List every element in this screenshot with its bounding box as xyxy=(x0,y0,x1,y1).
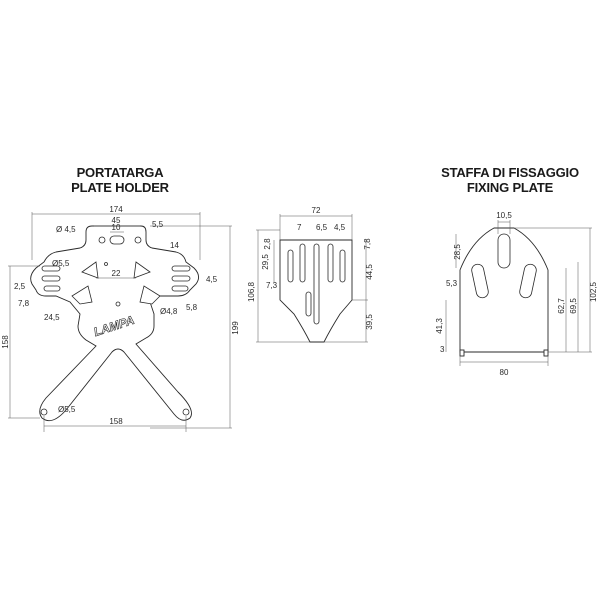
plate-holder-dimensions xyxy=(8,212,232,432)
dim-28: 2,8 xyxy=(263,238,272,250)
right-lower-cutout xyxy=(139,285,161,305)
right-slot-3 xyxy=(171,285,189,292)
side-slot-4 xyxy=(327,243,334,283)
bottom-left-hole xyxy=(40,408,48,416)
dim-58-right: 5,8 xyxy=(186,303,198,312)
dim-295: 29,5 xyxy=(261,254,270,270)
dim-73: 7,3 xyxy=(266,281,278,290)
dim-158-height: 158 xyxy=(1,335,10,349)
dim-45-side: 4,5 xyxy=(334,223,346,232)
dim-695: 69,5 xyxy=(569,298,578,314)
fixing-plate-drawing xyxy=(459,227,549,357)
dim-22: 22 xyxy=(112,269,121,278)
dim-45-top: 45 xyxy=(112,216,121,225)
right-upper-cutout xyxy=(133,261,151,279)
dim-53: 5,3 xyxy=(446,279,458,288)
side-view-dimensions xyxy=(256,214,368,343)
center-small-hole xyxy=(104,262,108,266)
side-view-drawing xyxy=(279,239,353,343)
dim-d55-bottom: Ø5,5 xyxy=(58,405,76,414)
dim-25: 2,5 xyxy=(14,282,26,291)
plate-holder-title-it: PORTATARGA xyxy=(76,165,164,180)
dim-80: 80 xyxy=(500,368,509,377)
dim-55-top: 5,5 xyxy=(152,220,164,229)
fixing-plate-title-en: FIXING PLATE xyxy=(466,180,554,195)
dim-413: 41,3 xyxy=(435,318,444,334)
plate-holder-outline xyxy=(30,225,199,422)
fixing-plate-dim-labels: 10,5 28,5 5,3 41,3 3 80 62,7 69,5 102,5 xyxy=(435,211,598,377)
dim-105: 10,5 xyxy=(496,211,512,220)
fixing-plate-title: STAFFA DI FISSAGGIO FIXING PLATE xyxy=(420,165,600,195)
dim-d55-left: Ø5,5 xyxy=(52,259,70,268)
side-slot-2 xyxy=(299,243,306,283)
plate-holder-title-en: PLATE HOLDER xyxy=(71,180,169,195)
fixing-plate-title-it: STAFFA DI FISSAGGIO xyxy=(441,165,579,180)
dim-158-bottom: 158 xyxy=(109,417,123,426)
dim-627: 62,7 xyxy=(557,298,566,314)
bottom-right-hole xyxy=(182,408,190,416)
fixing-left-tab xyxy=(459,349,465,357)
dim-395: 39,5 xyxy=(365,314,374,330)
fixing-top-slot xyxy=(497,233,511,269)
dim-1025: 102,5 xyxy=(589,281,598,302)
right-slot-1 xyxy=(171,265,191,272)
dim-285: 28,5 xyxy=(453,244,462,260)
dim-1068: 106,8 xyxy=(247,281,256,302)
top-left-hole xyxy=(98,236,106,244)
dim-174: 174 xyxy=(109,205,123,214)
plate-holder-drawing: LAMPA xyxy=(30,225,199,422)
dim-d48: Ø4,8 xyxy=(160,307,178,316)
fixing-right-slot xyxy=(519,263,537,299)
center-hole xyxy=(115,301,121,307)
dim-72: 72 xyxy=(312,206,321,215)
top-right-hole xyxy=(134,236,142,244)
dim-3: 3 xyxy=(440,345,445,354)
dim-65: 6,5 xyxy=(316,223,328,232)
side-slot-5 xyxy=(339,249,346,283)
fixing-left-slot xyxy=(471,263,489,299)
dim-d45: Ø 4,5 xyxy=(56,225,76,234)
dim-10-top: 10 xyxy=(112,223,121,232)
dim-45-right: 4,5 xyxy=(206,275,218,284)
left-slot-3 xyxy=(43,285,61,292)
plate-holder-dim-labels: 174 45 10 Ø 4,5 5,5 14 Ø5,5 2,5 22 4,5 5… xyxy=(1,205,240,426)
dim-199: 199 xyxy=(231,321,240,335)
dim-78-side: 7,8 xyxy=(363,238,372,250)
dim-245: 24,5 xyxy=(44,313,60,322)
left-slot-1 xyxy=(41,265,61,272)
plate-holder-title: PORTATARGA PLATE HOLDER xyxy=(55,165,185,195)
side-slot-1 xyxy=(287,249,294,283)
left-upper-cutout xyxy=(81,261,99,279)
dim-7: 7 xyxy=(297,223,302,232)
top-center-slot xyxy=(109,235,125,245)
fixing-right-tab xyxy=(543,349,549,357)
side-slot-6 xyxy=(305,291,312,317)
side-slot-3 xyxy=(313,243,320,325)
dim-14-top: 14 xyxy=(170,241,179,250)
fixing-plate-dimensions xyxy=(445,220,592,366)
left-lower-cutout xyxy=(71,285,93,305)
dim-445: 44,5 xyxy=(365,264,374,280)
left-slot-2 xyxy=(41,275,61,282)
dim-78-left: 7,8 xyxy=(18,299,30,308)
right-slot-2 xyxy=(171,275,191,282)
side-view-dim-labels: 72 7 6,5 4,5 2,8 29,5 7,8 106,8 7,3 44,5… xyxy=(247,206,374,330)
